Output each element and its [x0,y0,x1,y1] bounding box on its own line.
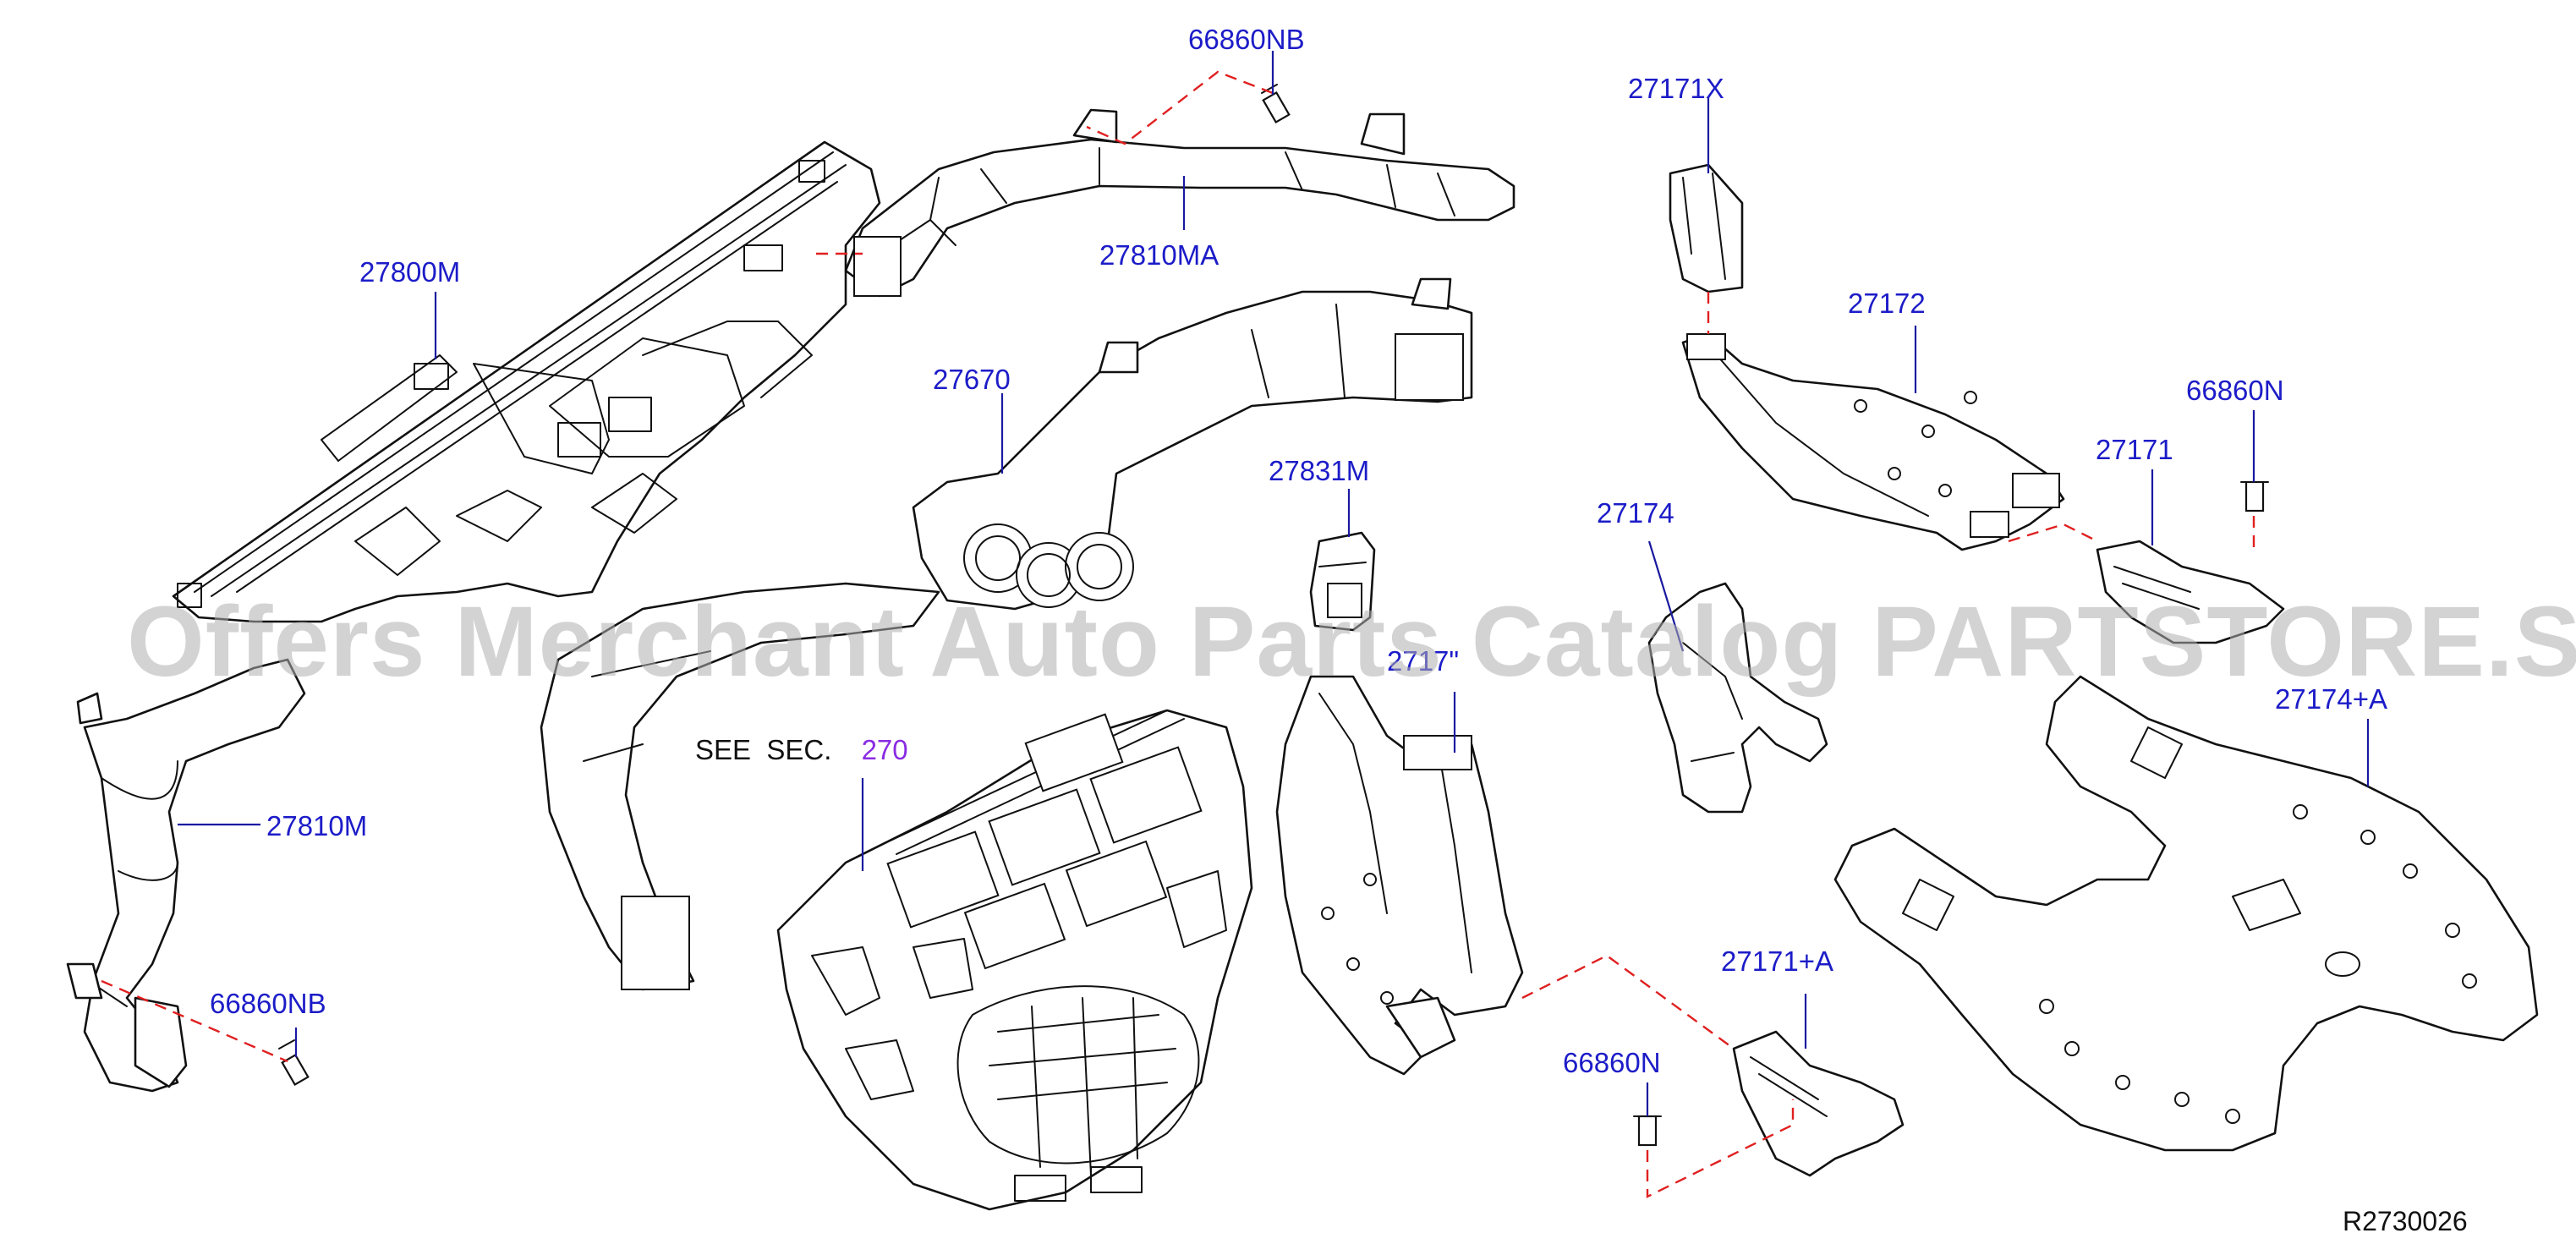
part-27172 [1681,332,2065,551]
callout-27810MA: 27810MA [1099,239,1219,271]
part-27171 [2096,540,2285,644]
bolt-66860NB-bottom [278,1039,310,1086]
part-27831M [1309,531,1376,632]
bolt-66860N-right [2240,480,2269,512]
callout-27800M: 27800M [359,256,461,288]
part-27174 [1647,582,1828,814]
part-27810MA-duct [844,108,1515,298]
callout-2717-partial: 2717" [1387,645,1460,677]
callout-27171A: 27171+A [1721,945,1834,977]
callout-66860N-right: 66860N [2186,375,2284,406]
part-27810M-duct [66,658,306,1093]
callout-27174A: 27174+A [2275,683,2388,715]
callout-27810M: 27810M [266,810,368,841]
callout-27171X: 27171X [1628,73,1724,104]
callout-66860NB-top: 66860NB [1188,24,1305,55]
section-reference-prefix: SEE SEC. [695,734,832,765]
connector-lines [101,70,2255,1198]
callout-66860N-bottom: 66860N [1563,1047,1661,1078]
drawing-id: R2730026 [2343,1206,2468,1236]
part-hvac-unit [776,709,1253,1211]
part-27171A [1732,1030,1905,1177]
callout-27670: 27670 [933,364,1011,395]
callout-27174: 27174 [1597,497,1674,529]
bolt-66860NB-top [1261,84,1291,123]
leader-lines [178,51,2370,1116]
part-27171X [1669,163,1744,293]
section-reference: SEE SEC. 270 [695,736,908,764]
callout-66860NB-bottom: 66860NB [210,988,326,1019]
callout-27831M: 27831M [1269,455,1370,486]
section-reference-number: 270 [861,734,908,765]
part-2717-lower-duct [1275,675,1524,1076]
callout-27171: 27171 [2096,434,2173,465]
part-27800M-duct [172,140,881,623]
part-27174A [1833,675,2539,1152]
part-27670-duct [540,277,1473,991]
callout-27172: 27172 [1848,288,1926,319]
bolt-66860N-bottom [1633,1115,1662,1147]
